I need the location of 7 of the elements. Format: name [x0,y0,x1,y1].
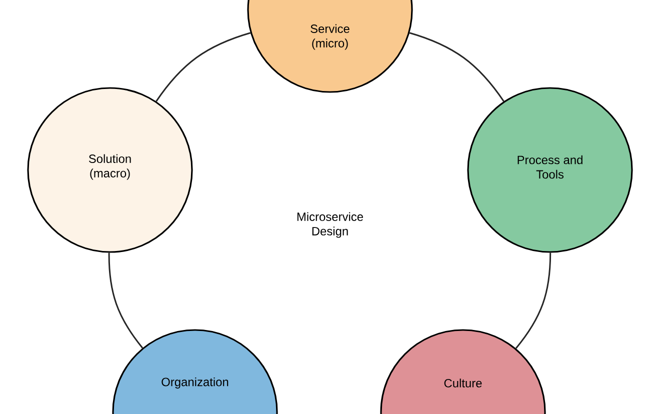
ring-arc [409,32,504,102]
ring-arc [108,252,144,348]
circle-node: Process and Tools [467,87,633,253]
circle-node: Solution (macro) [27,87,193,253]
ring-arc [156,32,251,102]
ring-arc [515,252,552,349]
center-label: Microservice Design [297,212,363,238]
